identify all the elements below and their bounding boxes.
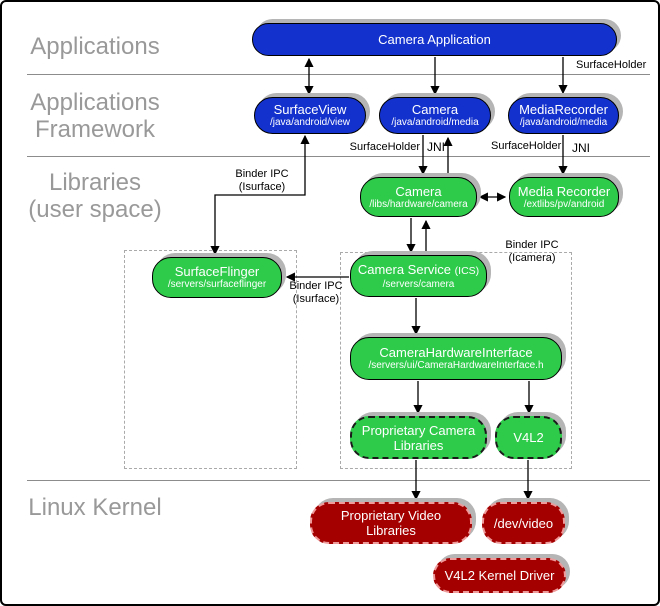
node-surfaceview: SurfaceView /java/android/view: [254, 97, 366, 134]
node-path: /java/android/view: [269, 117, 351, 128]
node-title: V4L2 Kernel Driver: [444, 568, 555, 583]
camera-service-process-boundary: [340, 252, 572, 469]
separator-libraries-kernel: [27, 480, 650, 481]
node-title: Camera Service (ICS): [357, 261, 480, 277]
layer-label-libraries: Libraries (user space): [28, 169, 162, 223]
node-dev-video: /dev/video: [482, 502, 565, 544]
node-title: Media Recorder: [517, 183, 611, 199]
node-path: /servers/camera: [382, 278, 455, 290]
edge-label-surfaceholder-camera: SurfaceHolder: [349, 141, 420, 153]
node-title: MediaRecorder: [519, 102, 608, 117]
node-surfaceflinger: SurfaceFlinger /servers/surfaceflinger: [152, 257, 282, 298]
edge-label-jni-camera: JNI: [427, 140, 445, 154]
node-title: /dev/video: [493, 515, 554, 531]
separator-applications-framework: [27, 74, 650, 75]
node-title: CameraHardwareInterface: [379, 345, 533, 360]
edge-label-jni-mediarecorder: JNI: [572, 141, 590, 155]
node-path: /java/android/media: [391, 117, 479, 128]
node-title: Proprietary Video Libraries: [340, 508, 442, 538]
layer-label-applications-framework: Applications Framework: [30, 89, 160, 143]
node-title: V4L2: [513, 430, 544, 445]
node-path: /servers/surfaceflinger: [167, 279, 267, 290]
node-v4l2-kernel-driver: V4L2 Kernel Driver: [433, 558, 566, 593]
layer-label-applications: Applications: [30, 33, 160, 60]
edge-label-binder-ipc-icamera: Binder IPC (Icamera): [505, 239, 559, 264]
node-camera-framework: Camera /java/android/media: [379, 97, 491, 134]
node-path: /java/android/media: [519, 117, 608, 128]
node-title: SurfaceView: [273, 102, 347, 117]
node-camera-service: Camera Service (ICS) /servers/camera: [350, 255, 487, 297]
node-title: Proprietary Camera Libraries: [361, 422, 476, 453]
node-proprietary-camera-libraries: Proprietary Camera Libraries: [350, 416, 487, 459]
node-mediarecorder-framework: MediaRecorder /java/android/media: [508, 97, 619, 134]
layer-label-linux-kernel: Linux Kernel: [28, 494, 162, 521]
node-title: Camera Application: [378, 32, 491, 47]
node-title: Camera: [411, 102, 459, 117]
edge-label-binder-ipc-isurface-surfaceview: Binder IPC (Isurface): [235, 168, 289, 193]
node-title: SurfaceFlinger: [174, 264, 260, 279]
node-proprietary-video-libraries: Proprietary Video Libraries: [310, 502, 472, 544]
node-camerahardwareinterface: CameraHardwareInterface /servers/ui/Came…: [350, 337, 562, 380]
node-v4l2: V4L2: [495, 416, 562, 459]
node-media-recorder-lib: Media Recorder /extlibs/pv/android: [509, 177, 619, 217]
node-path: /servers/ui/CameraHardwareInterface.h: [368, 360, 544, 371]
edge-label-surfaceholder-mediarecorder: SurfaceHolder: [491, 140, 562, 152]
node-path: /libs/hardware/camera: [369, 198, 468, 210]
node-title-suffix: (ICS): [454, 264, 480, 277]
node-camera-lib: Camera /libs/hardware/camera: [360, 177, 477, 217]
node-path: /extlibs/pv/android: [523, 198, 605, 210]
separator-framework-libraries: [27, 156, 650, 157]
node-title: Camera: [395, 183, 442, 199]
edge-label-binder-ipc-isurface-cameraservice: Binder IPC (Isurface): [289, 280, 343, 305]
node-camera-application: Camera Application: [252, 23, 617, 56]
edge-label-surfaceholder-top: SurfaceHolder: [576, 59, 647, 71]
